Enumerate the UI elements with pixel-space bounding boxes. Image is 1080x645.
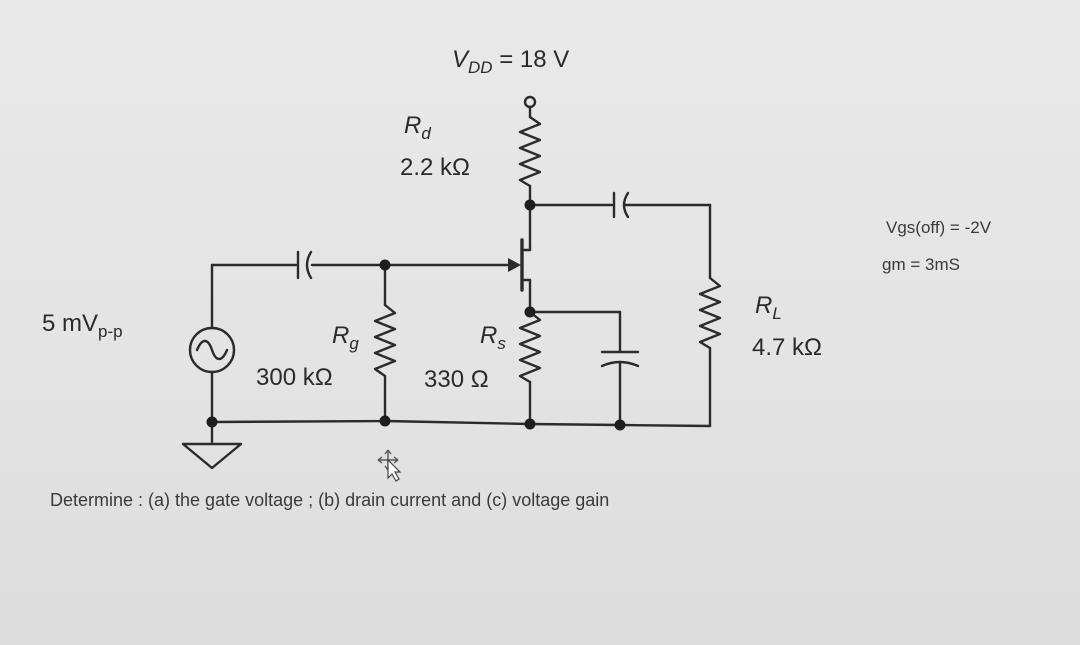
junction-dot [524, 199, 536, 211]
rd-resistor [518, 115, 542, 188]
rd-value-label: 2.2 kΩ [400, 154, 470, 181]
question-text: Determine : (a) the gate voltage ; (b) d… [50, 490, 610, 510]
junction-dot [614, 419, 626, 431]
rl-resistor [698, 276, 722, 350]
ground-bus [210, 419, 712, 428]
junction-dot [524, 418, 536, 430]
rs-resistor [518, 310, 542, 384]
junction-dot [206, 416, 218, 428]
rg-resistor [373, 303, 397, 378]
rs-value-label: 330 Ω [424, 366, 489, 393]
junction-dot [524, 306, 536, 318]
input-coupling-capacitor [296, 250, 313, 280]
junction-dot [379, 259, 391, 271]
vdd-terminal [523, 95, 537, 109]
rg-value-label: 300 kΩ [256, 364, 333, 391]
rl-value-label: 4.7 kΩ [752, 334, 822, 361]
rd-symbol-label: Rd [404, 112, 431, 143]
vgs-off-note: Vgs(off) = -2V [886, 218, 992, 237]
ac-voltage-source [188, 326, 236, 374]
jfet-transistor [508, 238, 532, 314]
vdd-label: VDD = 18 V [452, 46, 570, 77]
ground-symbol [181, 442, 243, 470]
rl-symbol-label: RL [755, 292, 782, 323]
junction-dot [379, 415, 391, 427]
rs-symbol-label: Rs [480, 322, 506, 353]
source-amplitude-label: 5 mVp-p [42, 310, 123, 341]
move-cursor-icon [377, 449, 402, 482]
gm-note: gm = 3mS [882, 255, 960, 274]
rg-symbol-label: Rg [332, 322, 359, 353]
